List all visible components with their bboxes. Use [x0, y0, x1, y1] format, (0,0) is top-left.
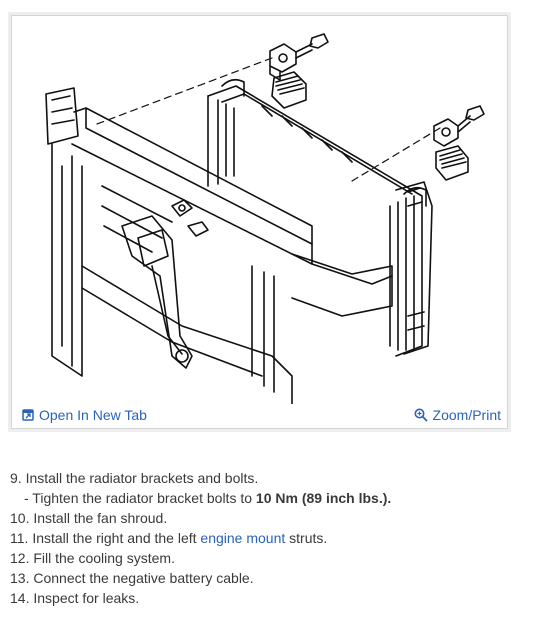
step-9-substep: - Tighten the radiator bracket bolts to … — [10, 488, 540, 508]
step-11: 11. Install the right and the left engin… — [10, 528, 540, 548]
figure-toolbar: Open In New Tab Zoom/Print — [12, 402, 507, 428]
step-13: 13. Connect the negative battery cable. — [10, 568, 540, 588]
torque-spec: 10 Nm (89 inch lbs.). — [255, 490, 392, 506]
support-frame — [45, 87, 393, 404]
step-13-text: 13. Connect the negative battery cable. — [10, 570, 254, 586]
radiator-bracket-diagram — [45, 33, 485, 404]
step-14: 14. Inspect for leaks. — [10, 588, 540, 608]
zoom-print-button[interactable]: Zoom/Print — [414, 407, 501, 423]
figure-container: Open In New Tab Zoom/Print — [11, 15, 508, 429]
step-9: 9. Install the radiator brackets and bol… — [10, 468, 540, 488]
magnifier-icon — [414, 408, 428, 422]
step-11-text: 11. Install the right and the left — [10, 530, 201, 546]
step-12: 12. Fill the cooling system. — [10, 548, 540, 568]
right-side-bracket — [395, 181, 433, 355]
right-bracket — [433, 105, 485, 181]
open-in-new-tab-label: Open In New Tab — [39, 407, 147, 423]
step-12-text: 12. Fill the cooling system. — [10, 550, 175, 566]
step-10-text: 10. Install the fan shroud. — [10, 510, 168, 526]
open-in-new-tab-icon — [22, 409, 34, 421]
radiator — [207, 78, 427, 357]
zoom-print-label: Zoom/Print — [432, 407, 501, 423]
engine-mount-link[interactable]: engine mount — [200, 530, 286, 546]
step-11-suffix: struts. — [285, 530, 328, 546]
instruction-steps: 9. Install the radiator brackets and bol… — [10, 468, 540, 608]
mount-strut — [121, 199, 209, 369]
open-in-new-tab-button[interactable]: Open In New Tab — [22, 407, 147, 423]
top-bracket — [269, 33, 329, 109]
step-14-text: 14. Inspect for leaks. — [10, 590, 140, 606]
step-9-text: 9. Install the radiator brackets and bol… — [10, 470, 259, 486]
step-10: 10. Install the fan shroud. — [10, 508, 540, 528]
substep-text: - Tighten the radiator bracket bolts to — [24, 490, 256, 506]
leader-lines — [96, 57, 441, 182]
